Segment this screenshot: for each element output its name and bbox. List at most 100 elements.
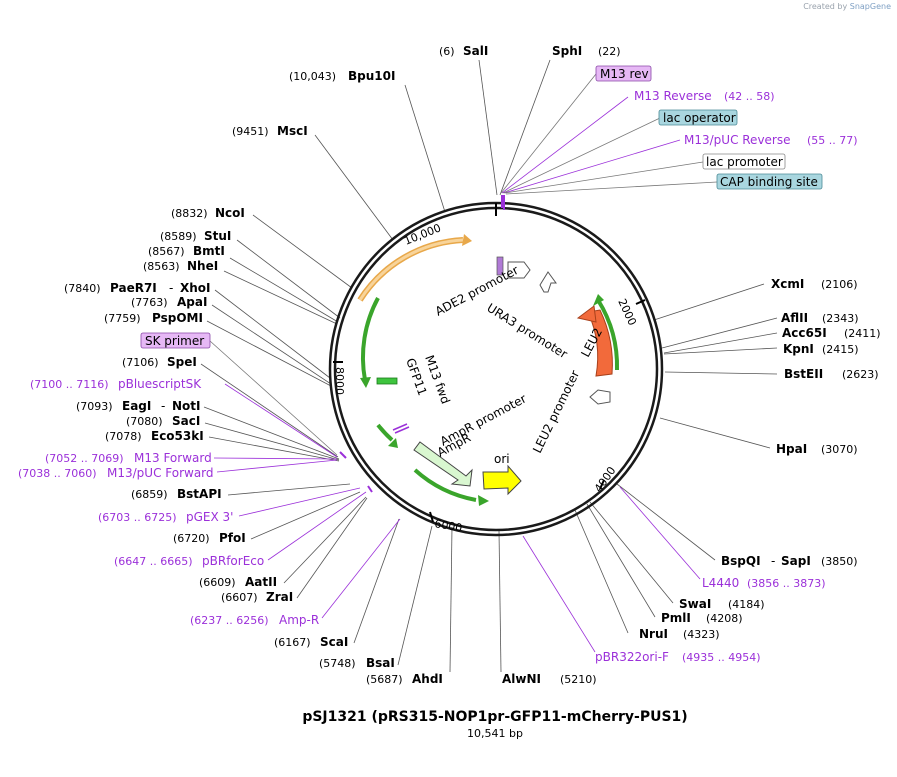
site-bspqi-dash: -	[771, 554, 775, 568]
site-ncoi: NcoI	[215, 206, 245, 220]
boxed-labels: M13 rev lac operator lac promoter CAP bi…	[140, 65, 823, 349]
site-apai: ApaI	[177, 295, 207, 309]
primer-m13-reverse: M13 Reverse	[634, 89, 712, 103]
leader-ncoi	[252, 214, 353, 289]
leader-sphi	[499, 59, 551, 196]
leader-pfoi	[250, 491, 361, 540]
leader-pbr322	[522, 535, 596, 653]
site-aatii: AatII	[245, 575, 277, 589]
primer-ampr: Amp-R	[279, 613, 319, 627]
site-bstapi-pos: (6859)	[131, 488, 168, 501]
site-nhei: NheI	[187, 259, 218, 273]
site-hpai-pos: (3070)	[821, 443, 858, 456]
gfp11-feature	[376, 377, 398, 385]
tick-2000: 2000	[615, 297, 639, 328]
leader-bmti	[229, 257, 339, 323]
site-ncoi-pos: (8832)	[171, 207, 208, 220]
primer-labels: M13 Reverse (42 .. 58) M13/pUC Reverse (…	[18, 89, 858, 664]
site-eagi-pos: (7093)	[76, 400, 113, 413]
site-pspomi: PspOMI	[152, 311, 203, 325]
credit-brand: SnapGene	[849, 2, 891, 11]
site-apai-pos: (7763)	[131, 296, 168, 309]
site-sphi-pos: (22)	[598, 45, 621, 58]
feature-ura3-promoter: URA3 promoter	[484, 301, 569, 362]
site-eco53ki: Eco53kI	[151, 429, 204, 443]
leader-pmli	[586, 503, 656, 618]
ori-feature	[482, 464, 522, 496]
plasmid-length: 10,541 bp	[467, 727, 523, 740]
site-leader-lines	[200, 59, 778, 673]
feature-m13-fwd: M13 fwd	[422, 353, 453, 406]
leader-alwni	[498, 530, 502, 673]
primer-l4440: L4440	[702, 576, 739, 590]
leader-bsteii	[664, 371, 778, 375]
site-sphi: SphI	[552, 44, 582, 58]
box-lac-promoter: lac promoter	[706, 155, 783, 169]
primer-m13puc-reverse: M13/pUC Reverse	[684, 133, 791, 147]
leader-l4440	[619, 486, 701, 580]
small-feature-top	[496, 256, 504, 276]
leader-apai	[211, 304, 332, 385]
site-kpni-pos: (2415)	[822, 343, 859, 356]
site-sali: SalI	[463, 44, 488, 58]
site-aatii-pos: (6609)	[199, 576, 236, 589]
orange-arrowhead	[462, 234, 472, 246]
green-arc-left	[360, 297, 380, 381]
site-xcmi: XcmI	[771, 277, 804, 291]
leader-m13reverse	[501, 96, 629, 194]
site-msci: MscI	[277, 124, 308, 138]
leader-sali	[478, 59, 498, 196]
site-bspqi: BspQI	[721, 554, 761, 568]
box-lac-operator: lac operator	[663, 111, 736, 125]
site-stui-pos: (8589)	[160, 230, 197, 243]
leader-m13pucreverse	[503, 139, 681, 194]
site-bpu10i-pos: (10,043)	[289, 70, 336, 83]
site-acc65i: Acc65I	[782, 326, 827, 340]
leader-saci	[204, 422, 340, 461]
site-bstapi: BstAPI	[177, 487, 222, 501]
site-bsteii: BstEII	[784, 367, 823, 381]
plasmid-title: pSJ1321 (pRS315-NOP1pr-GFP11-mCherry-PUS…	[302, 709, 688, 725]
site-spei-pos: (7106)	[122, 356, 159, 369]
leader-m13pucforward	[216, 459, 338, 473]
site-bpu10i: Bpu10I	[348, 69, 395, 83]
primer-m13-reverse-range: (42 .. 58)	[724, 90, 775, 103]
primer-pgex: pGEX 3'	[186, 510, 233, 524]
green-arc-right	[596, 298, 620, 371]
site-spei: SpeI	[167, 355, 197, 369]
site-xhoi: XhoI	[180, 281, 211, 295]
site-pmli-pos: (4208)	[706, 612, 743, 625]
primer-pbr322ori-range: (4935 .. 4954)	[682, 651, 761, 664]
site-nhei-pos: (8563)	[143, 260, 180, 273]
feature-ori: ori	[494, 452, 510, 466]
site-aflii: AflII	[781, 311, 808, 325]
leader-stui	[236, 239, 341, 319]
leu2-feature	[587, 309, 613, 377]
leader-msci	[314, 134, 394, 241]
leader-pbrforeco	[267, 491, 367, 561]
site-bmti: BmtI	[193, 244, 225, 258]
primer-l4440-range: (3856 .. 3873)	[747, 577, 826, 590]
tick-6000: 6000	[433, 517, 463, 535]
site-zrai: ZraI	[266, 590, 293, 604]
site-bsai: BsaI	[366, 656, 395, 670]
leader-pgex	[238, 487, 361, 517]
green-arrows	[360, 297, 620, 502]
site-nrui: NruI	[639, 627, 668, 641]
site-kpni: KpnI	[783, 342, 814, 356]
leader-bstapi	[227, 483, 351, 496]
leader-zrai	[296, 497, 368, 599]
primer-m13puc-forward: M13/pUC Forward	[107, 466, 214, 480]
site-eagi: EagI	[122, 399, 151, 413]
site-nrui-pos: (4323)	[683, 628, 720, 641]
leader-eagi	[203, 406, 340, 460]
primer-m13puc-forward-range: (7038 .. 7060)	[18, 467, 97, 480]
green-arc-bottom	[413, 468, 477, 502]
site-ahdi-pos: (5687)	[366, 673, 403, 686]
site-saci: SacI	[172, 414, 200, 428]
site-scai: ScaI	[320, 635, 348, 649]
box-leader-lines	[209, 73, 718, 456]
site-alwni: AlwNI	[502, 672, 541, 686]
site-pmli: PmlI	[661, 611, 691, 625]
site-hpai: HpaI	[776, 442, 807, 456]
